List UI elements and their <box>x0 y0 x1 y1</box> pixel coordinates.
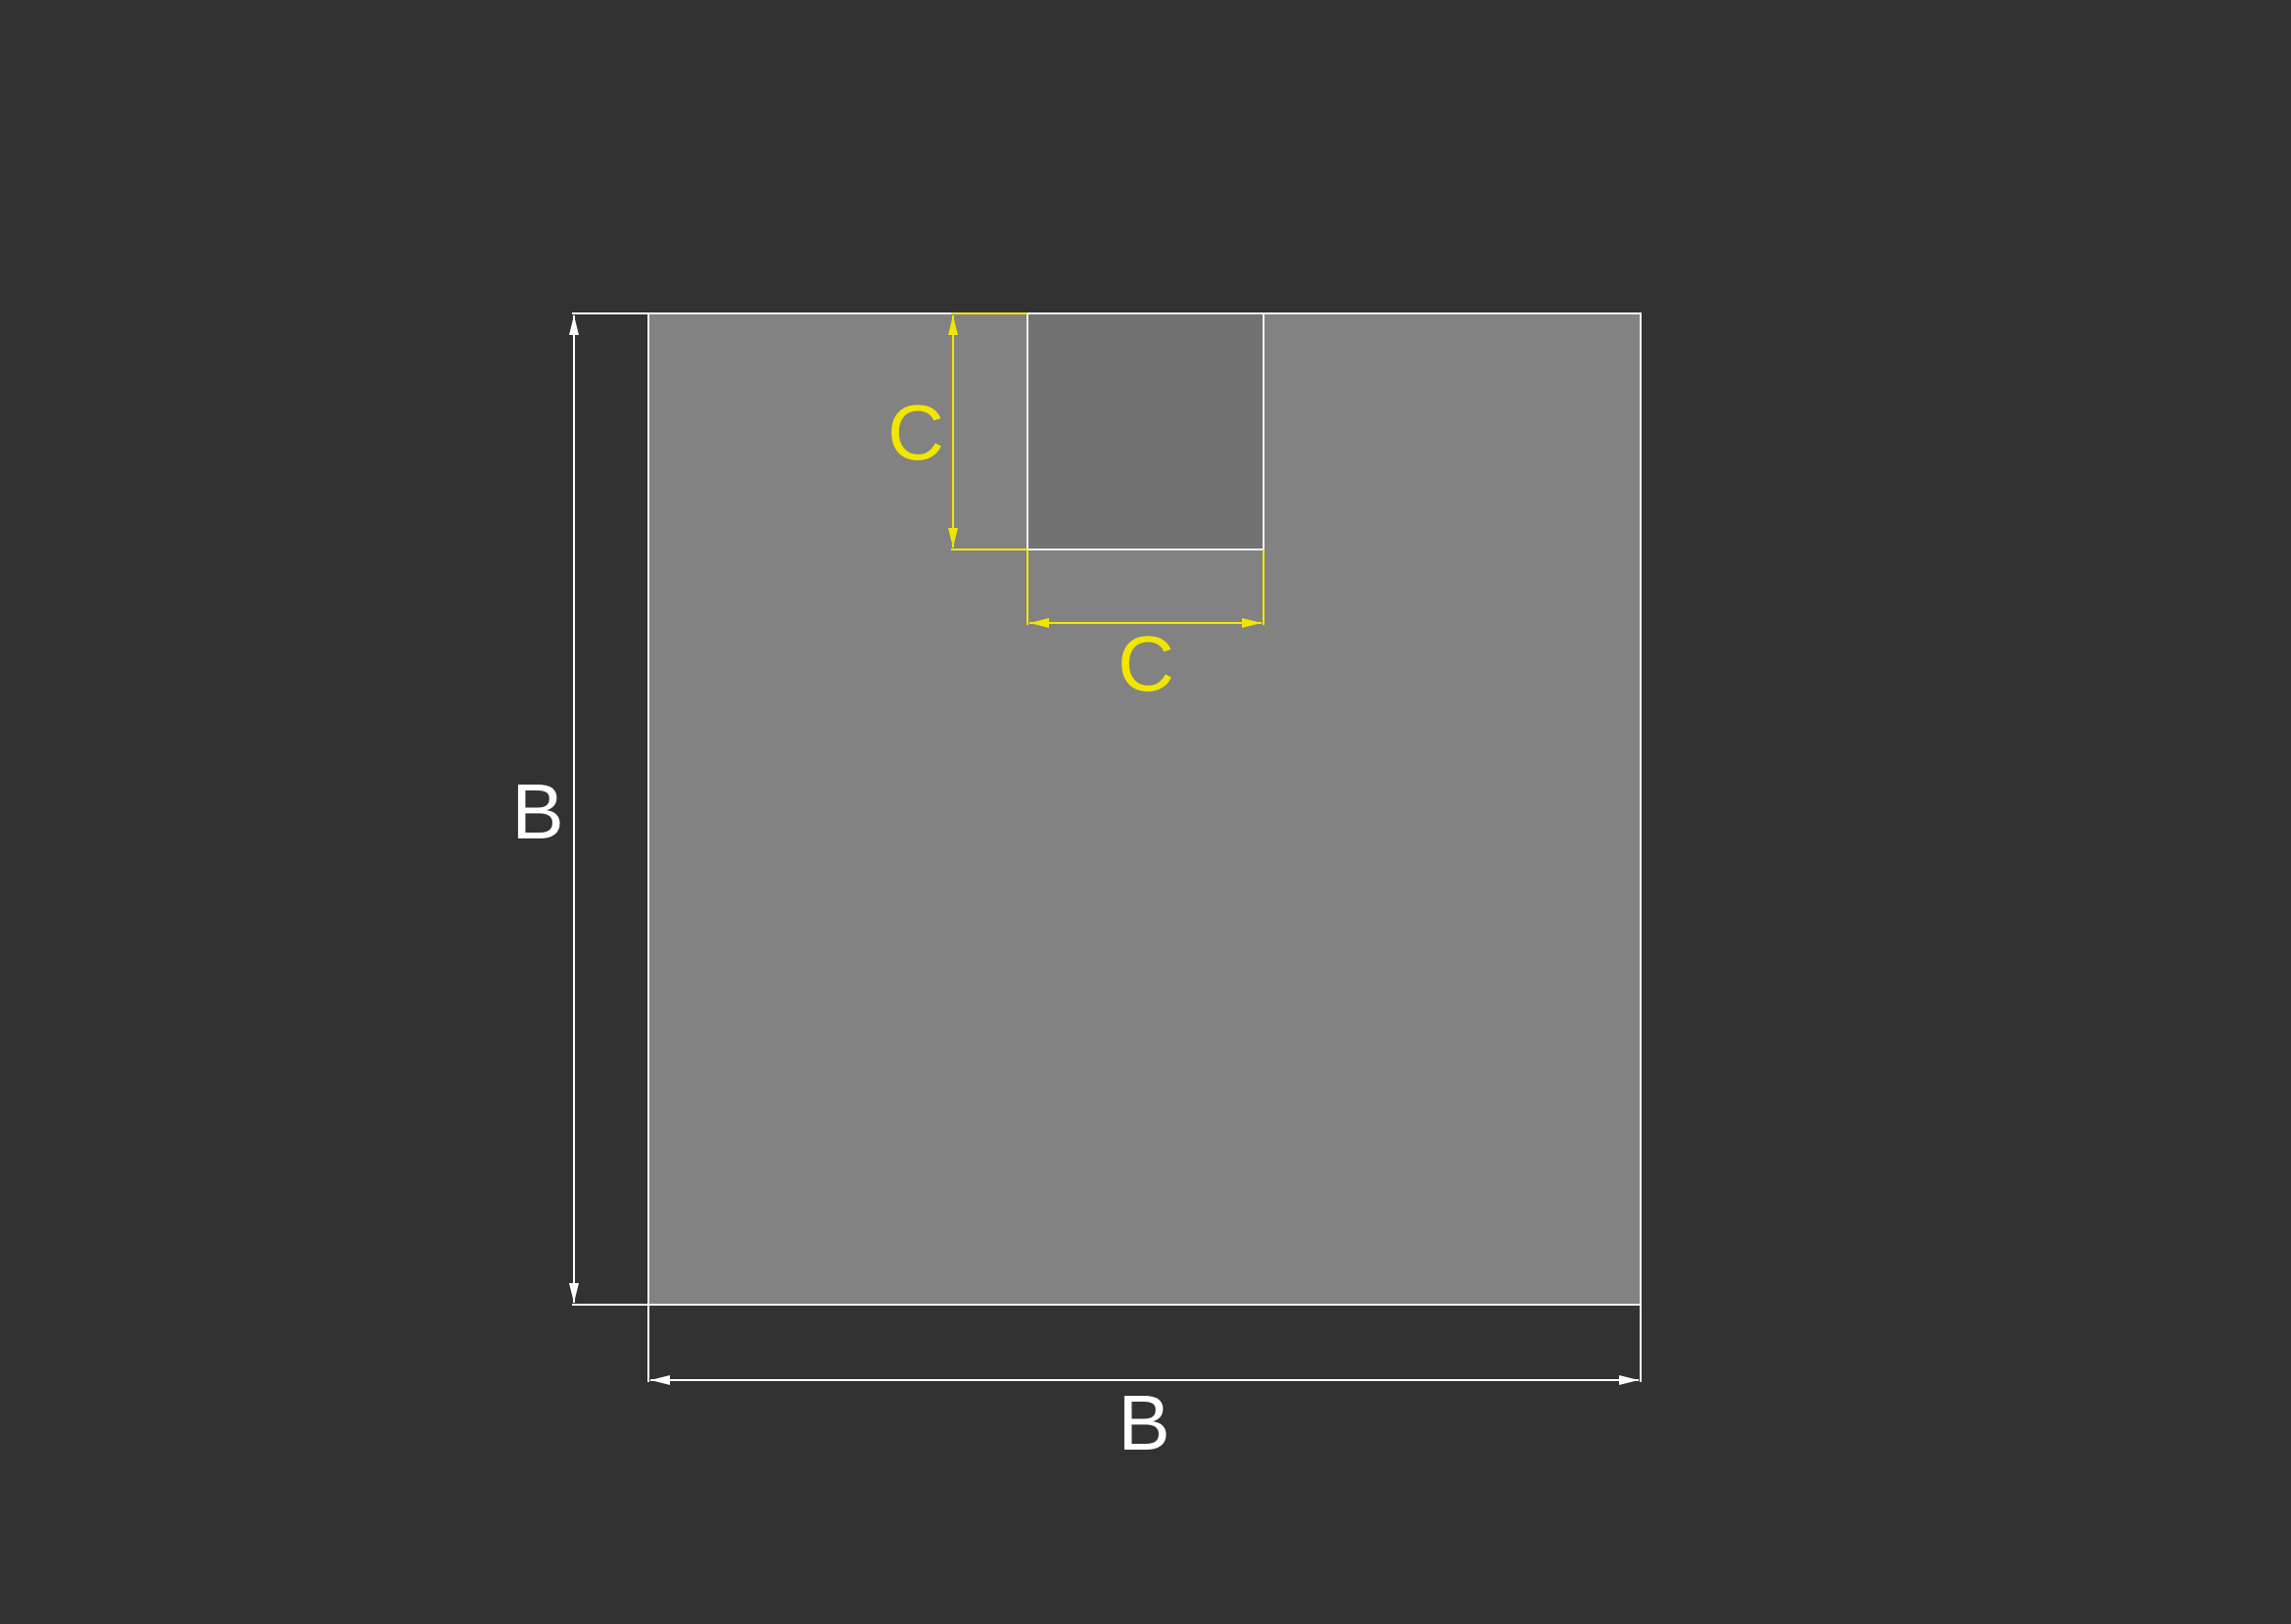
outer-width-dimension: B <box>647 1305 1642 1466</box>
inner-square <box>1026 312 1265 550</box>
inner-width-label: C <box>1118 620 1174 707</box>
inner-width-dimension: C <box>1026 549 1265 707</box>
outer-height-dimension: B <box>511 312 648 1306</box>
outer-width-label: B <box>1118 1379 1169 1466</box>
outer-height-label: B <box>511 768 563 855</box>
inner-height-label: C <box>887 389 944 476</box>
inner-height-dimension: C <box>887 312 1027 550</box>
